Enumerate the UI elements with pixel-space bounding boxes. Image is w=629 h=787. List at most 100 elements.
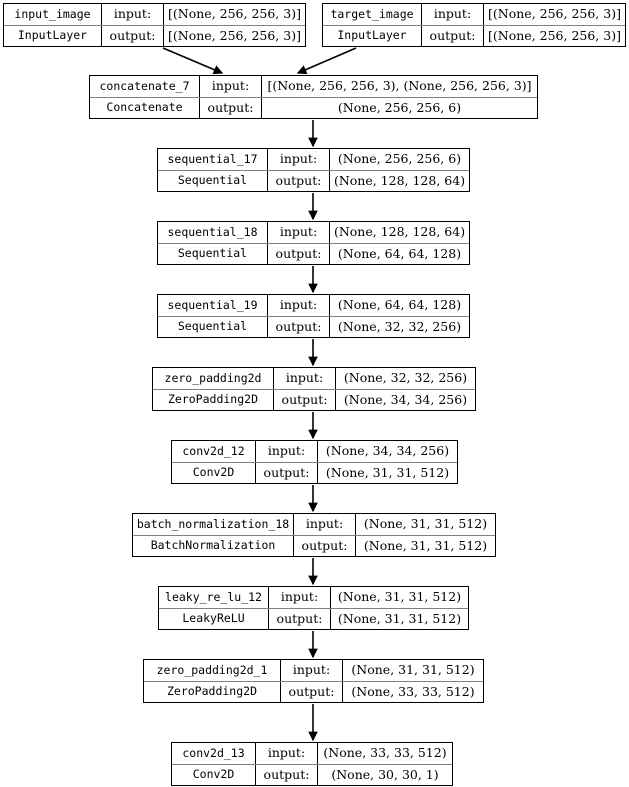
output-shape: (None, 128, 128, 64) <box>333 172 466 188</box>
layer-class: ZeroPadding2D <box>144 681 281 702</box>
output-label: output: <box>256 764 318 785</box>
layer-name: leaky_re_lu_12 <box>159 587 269 608</box>
output-label: output: <box>256 462 318 483</box>
layer-class: Conv2D <box>172 764 256 785</box>
layer-class: ZeroPadding2D <box>153 389 274 410</box>
input-label: input: <box>102 4 164 25</box>
output-label: output: <box>294 535 356 556</box>
layer-class: Concatenate <box>90 97 200 118</box>
output-shape: (None, 64, 64, 128) <box>337 245 462 261</box>
input-shape: (None, 128, 128, 64) <box>333 224 466 239</box>
input-label: input: <box>422 4 484 25</box>
output-label: output: <box>200 97 262 118</box>
layer-name: zero_padding2d <box>153 368 274 389</box>
layer-name: batch_normalization_18 <box>133 514 294 535</box>
edge-target_image-to-concatenate_7 <box>296 47 357 75</box>
input-label: input: <box>281 660 343 681</box>
output-shape: (None, 33, 33, 512) <box>351 683 475 699</box>
output-shape: (None, 31, 31, 512) <box>363 537 488 553</box>
input-shape: [(None, 256, 256, 3)] <box>168 6 301 21</box>
output-shape: (None, 31, 31, 512) <box>337 610 462 626</box>
input-label: input: <box>200 76 262 97</box>
layer-name: input_image <box>4 4 102 25</box>
layer-name: sequential_18 <box>158 222 268 243</box>
output-shape: [(None, 256, 256, 3)] <box>168 27 301 43</box>
input-label: input: <box>256 441 318 462</box>
input-shape: [(None, 256, 256, 3)] <box>488 6 621 21</box>
input-shape: (None, 64, 64, 128) <box>337 297 462 312</box>
layer-name: concatenate_7 <box>90 76 200 97</box>
layer-name: zero_padding2d_1 <box>144 660 281 681</box>
output-shape: (None, 34, 34, 256) <box>343 391 468 407</box>
layer-class: Sequential <box>158 243 268 264</box>
output-label: output: <box>269 608 331 629</box>
layer-class: Sequential <box>158 170 268 191</box>
input-label: input: <box>294 514 356 535</box>
layer-name: sequential_19 <box>158 295 268 316</box>
input-label: input: <box>268 222 330 243</box>
input-shape: (None, 31, 31, 512) <box>351 662 475 677</box>
output-shape: (None, 30, 30, 1) <box>331 766 439 782</box>
input-label: input: <box>256 743 318 764</box>
input-shape: (None, 32, 32, 256) <box>343 370 468 385</box>
input-label: input: <box>268 149 330 170</box>
output-label: output: <box>268 243 330 264</box>
input-shape: (None, 31, 31, 512) <box>363 516 488 531</box>
layer-class: BatchNormalization <box>133 535 294 556</box>
output-shape: [(None, 256, 256, 3)] <box>488 27 621 43</box>
output-label: output: <box>281 681 343 702</box>
input-shape: (None, 34, 34, 256) <box>325 443 450 458</box>
layer-class: LeakyReLU <box>159 608 269 629</box>
layer-class: Sequential <box>158 316 268 337</box>
output-label: output: <box>422 25 484 46</box>
output-shape: (None, 32, 32, 256) <box>337 318 462 334</box>
input-label: input: <box>274 368 336 389</box>
layer-name: conv2d_13 <box>172 743 256 764</box>
layer-name: sequential_17 <box>158 149 268 170</box>
input-shape: [(None, 256, 256, 3), (None, 256, 256, 3… <box>267 78 532 93</box>
layer-class: Conv2D <box>172 462 256 483</box>
layer-name: target_image <box>323 4 422 25</box>
layer-class: InputLayer <box>4 25 102 46</box>
output-shape: (None, 256, 256, 6) <box>337 99 462 115</box>
input-shape: (None, 33, 33, 512) <box>323 745 447 760</box>
input-shape: (None, 256, 256, 6) <box>337 151 462 166</box>
input-label: input: <box>268 295 330 316</box>
input-label: input: <box>269 587 331 608</box>
output-shape: (None, 31, 31, 512) <box>325 464 450 480</box>
output-label: output: <box>102 25 164 46</box>
layer-class: InputLayer <box>323 25 422 46</box>
